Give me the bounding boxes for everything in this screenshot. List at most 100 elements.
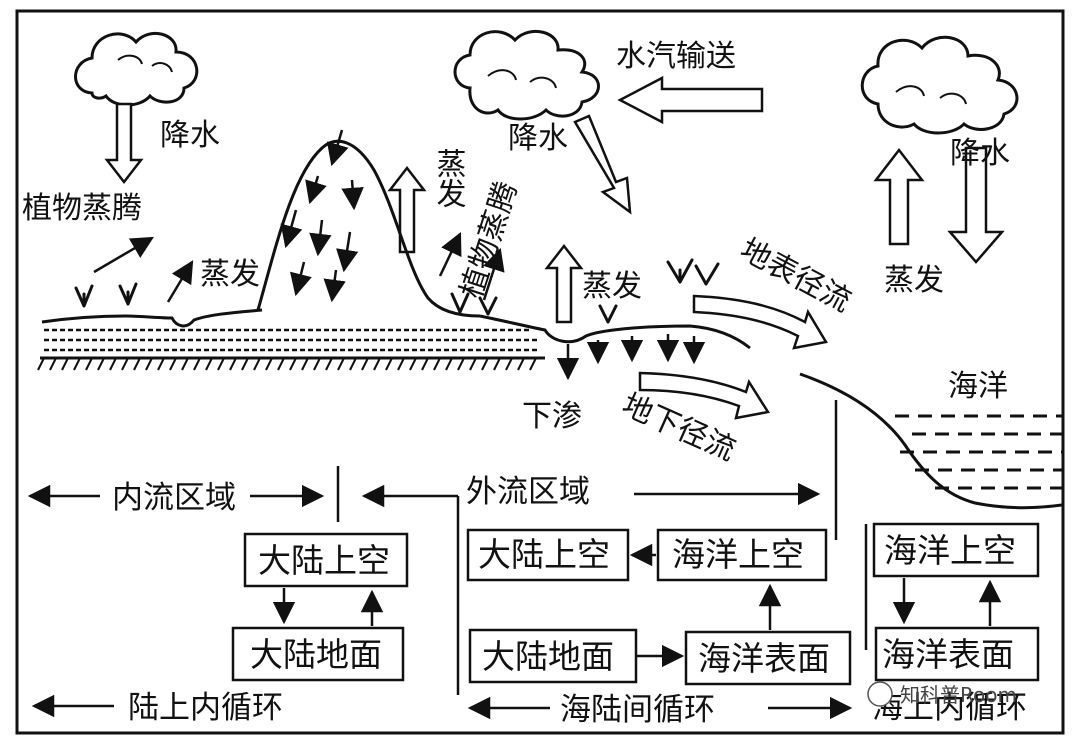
hatch-mark xyxy=(145,357,153,371)
box-inland-sky: 大陆上空 xyxy=(243,532,409,588)
svg-text:大陆上空: 大陆上空 xyxy=(258,541,390,580)
svg-text:海洋上空: 海洋上空 xyxy=(884,531,1016,570)
hatch-mark xyxy=(85,357,93,371)
label-outflow-region: 外流区域 xyxy=(466,474,590,510)
vapor-transport-arrow xyxy=(617,75,764,125)
hatch-mark xyxy=(301,357,309,371)
box-outflow-ocean-surface: 海洋表面 xyxy=(684,630,852,686)
precipitation-arrow-right xyxy=(947,146,1005,264)
bedrock-hatch-marks xyxy=(37,357,537,371)
label-inland-region: 内流区域 xyxy=(112,480,236,516)
mountain xyxy=(256,139,481,318)
label-infiltration: 下渗 xyxy=(522,399,582,434)
ground-surface-left xyxy=(41,308,263,328)
box-sea-surface: 海洋表面 xyxy=(874,626,1040,682)
hatch-mark xyxy=(133,357,141,371)
hatch-mark xyxy=(229,357,237,371)
mountain-runoff-arrows xyxy=(280,129,364,303)
label-evaporation-mountain: 蒸发 xyxy=(431,148,467,208)
hatch-mark xyxy=(457,357,465,371)
hatch-mark xyxy=(181,357,189,371)
evaporation-arrow-center xyxy=(544,243,584,324)
plant-icons xyxy=(74,258,720,324)
hatch-mark xyxy=(529,357,537,371)
hatch-mark xyxy=(217,357,225,371)
hatch-mark xyxy=(469,357,477,371)
surface-runoff-arrow xyxy=(692,294,828,350)
hatch-mark xyxy=(313,357,321,371)
label-sea-cycle: 海上内循环 xyxy=(872,690,1027,726)
hatch-mark xyxy=(49,357,57,371)
box-outflow-land-sky: 大陆上空 xyxy=(466,528,630,582)
label-sea-land-cycle: 海陆间循环 xyxy=(560,692,715,728)
hatch-mark xyxy=(253,357,261,371)
svg-text:海洋表面: 海洋表面 xyxy=(698,639,830,678)
svg-text:大陆上空: 大陆上空 xyxy=(478,535,610,574)
svg-text:大陆地面: 大陆地面 xyxy=(482,637,614,676)
groundwater-runoff-arrow xyxy=(638,371,771,420)
cloud-right-icon xyxy=(860,35,1019,135)
hatch-mark xyxy=(37,357,45,371)
evaporation-arrow-right xyxy=(873,147,925,246)
label-land-cycle: 陆上内循环 xyxy=(128,690,283,726)
hatch-mark xyxy=(373,357,381,371)
watermark-text: 知科普Room xyxy=(900,683,1017,707)
hatch-mark xyxy=(481,357,489,371)
hatch-mark xyxy=(169,357,177,371)
hatch-mark xyxy=(121,357,129,371)
label-precipitation-left: 降水 xyxy=(160,118,220,153)
precipitation-arrow-left xyxy=(104,102,144,185)
cloud-left-icon xyxy=(74,31,199,107)
box-inland-ground: 大陆地面 xyxy=(231,626,405,682)
cloud-center-icon xyxy=(453,29,600,121)
label-evaporation-center: 蒸发 xyxy=(582,269,642,304)
outer-frame xyxy=(15,9,1065,735)
box-outflow-ocean-sky: 海洋上空 xyxy=(656,528,828,582)
hatch-mark xyxy=(73,357,81,371)
label-vapor-transport: 水汽输送 xyxy=(616,39,736,74)
hatch-mark xyxy=(97,357,105,371)
svg-text:海洋上空: 海洋上空 xyxy=(672,535,804,574)
hatch-mark xyxy=(265,357,273,371)
hatch-mark xyxy=(61,357,69,371)
soil-layers xyxy=(44,328,540,352)
watermark: 知科普Room xyxy=(867,681,1017,707)
svg-text:大陆地面: 大陆地面 xyxy=(250,635,382,674)
hatch-mark xyxy=(433,357,441,371)
hatch-mark xyxy=(445,357,453,371)
evaporation-arrow-mountain xyxy=(387,165,427,254)
hatch-mark xyxy=(517,357,525,371)
ocean-water xyxy=(895,414,1062,490)
label-precipitation-center: 降水 xyxy=(508,121,568,156)
hatch-mark xyxy=(289,357,297,371)
box-connectors xyxy=(272,543,1002,668)
hatch-mark xyxy=(277,357,285,371)
hatch-mark xyxy=(493,357,501,371)
infiltration-arrows xyxy=(556,334,706,381)
coastline xyxy=(799,372,1063,510)
label-plant-transpiration-left: 植物蒸腾 xyxy=(22,191,142,226)
hatch-mark xyxy=(505,357,513,371)
hatch-mark xyxy=(337,357,345,371)
hatch-mark xyxy=(385,357,393,371)
label-precipitation-right: 降水 xyxy=(950,136,1010,171)
svg-text:海洋表面: 海洋表面 xyxy=(882,635,1014,674)
ground-surface-center xyxy=(479,314,751,350)
hatch-mark xyxy=(109,357,117,371)
hatch-mark xyxy=(241,357,249,371)
hatch-mark xyxy=(205,357,213,371)
hatch-mark xyxy=(193,357,201,371)
hatch-mark xyxy=(421,357,429,371)
hatch-mark xyxy=(349,357,357,371)
box-outflow-land-ground: 大陆地面 xyxy=(468,628,638,684)
wechat-icon xyxy=(867,681,893,707)
hatch-mark xyxy=(157,357,165,371)
thin-arrows xyxy=(93,231,505,303)
hatch-mark xyxy=(409,357,417,371)
hatch-mark xyxy=(397,357,405,371)
label-evaporation-right: 蒸发 xyxy=(884,263,944,298)
hatch-mark xyxy=(361,357,369,371)
label-evaporation-left: 蒸发 xyxy=(200,257,260,292)
box-sea-sky: 海洋上空 xyxy=(872,522,1040,578)
